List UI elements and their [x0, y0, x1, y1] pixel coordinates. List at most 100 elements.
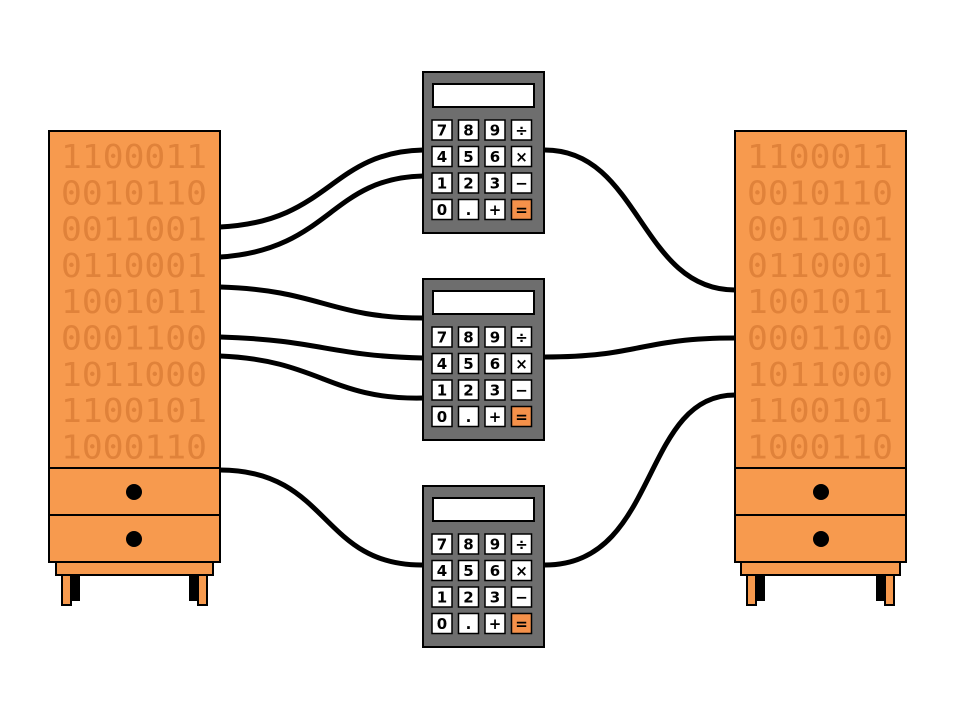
calculator-key-label: . [466, 408, 472, 426]
calculator-key-label: 9 [490, 536, 500, 554]
wire [217, 173, 426, 260]
calculator-key-label: 1 [437, 382, 447, 400]
binary-row: 0110001 [747, 246, 893, 285]
server-leg [189, 573, 198, 601]
calculator-key-label: 6 [490, 562, 500, 580]
binary-row: 1100011 [747, 137, 893, 176]
wire [217, 467, 426, 568]
calculator-key [431, 379, 453, 401]
calculator-key [510, 119, 533, 141]
server-drawer [48, 514, 221, 563]
binary-row: 1011000 [747, 355, 893, 394]
drawer-knob [813, 484, 829, 500]
calculator-key-label: 6 [490, 148, 500, 166]
calculator-key-label: 5 [463, 562, 473, 580]
calculator-key-label: . [466, 201, 472, 219]
server-leg [884, 572, 895, 606]
drawer-knob [126, 531, 142, 547]
wire [542, 147, 738, 293]
calculator-key [510, 559, 533, 582]
server-leg [746, 572, 757, 606]
calculator-key [510, 172, 533, 194]
calculator-key-label: 0 [437, 201, 447, 219]
calculator-key [431, 533, 453, 555]
calculator-key-label: 3 [490, 175, 500, 193]
calculator-key [510, 405, 533, 428]
calculator-key-label: 9 [490, 329, 500, 347]
calculator-key [510, 533, 533, 555]
calculator-key-label: 1 [437, 589, 447, 607]
calculator-key-label: − [515, 382, 528, 400]
calculator-key-label: × [515, 562, 528, 580]
calculator-key [457, 612, 480, 635]
calculator-key [510, 198, 533, 221]
calculator-key-label: 8 [463, 536, 473, 554]
calculator-key-label: 7 [437, 122, 447, 140]
calculator-key-label: 5 [463, 355, 473, 373]
calculator-key [484, 559, 506, 582]
calculator-key [484, 145, 506, 168]
calculator-key [431, 586, 453, 608]
calculator-key-label: 0 [437, 615, 447, 633]
calculator-key [510, 145, 533, 168]
calculator-key [431, 352, 453, 375]
binary-row: 1011000 [61, 355, 207, 394]
calculator-key-label: 2 [463, 175, 473, 193]
wire [542, 335, 738, 360]
server-leg [756, 573, 765, 601]
binary-data-text: 1100011001011000110010110001100101100011… [747, 137, 893, 466]
calculator-key [510, 326, 533, 348]
binary-row: 1100101 [747, 391, 893, 430]
calculator-key-label: 9 [490, 122, 500, 140]
calculator-key-label: = [515, 615, 528, 633]
calculator-key-label: 2 [463, 382, 473, 400]
calculator-key-label: 1 [437, 175, 447, 193]
calculator-key [457, 352, 480, 375]
wire [217, 353, 426, 401]
calculator-key-label: = [515, 201, 528, 219]
calculator-key-label: − [515, 175, 528, 193]
calculator-key [457, 198, 480, 221]
calculator-key-label: 7 [437, 536, 447, 554]
calculator-key-label: ÷ [515, 536, 528, 554]
calculator-key [484, 533, 506, 555]
calculator-key [457, 405, 480, 428]
calculator-key [457, 379, 480, 401]
connection-wires [217, 147, 738, 568]
calculator-key [431, 172, 453, 194]
right-server: 1100011001011000110010110001100101100011… [734, 130, 907, 606]
calculator-key [484, 198, 506, 221]
calculator-key [431, 145, 453, 168]
left-server: 1100011001011000110010110001100101100011… [48, 130, 221, 606]
calculator-key [457, 326, 480, 348]
binary-row: 1000110 [61, 427, 207, 466]
calculator-key [431, 559, 453, 582]
binary-row: 0001100 [61, 319, 207, 358]
calculator-key [484, 326, 506, 348]
binary-row: 0001100 [747, 319, 893, 358]
calculator-key-label: 4 [437, 148, 447, 166]
binary-row: 0011001 [61, 210, 207, 249]
calculator-key-label: 6 [490, 355, 500, 373]
calculator-key-label: 5 [463, 148, 473, 166]
calculator-key [457, 172, 480, 194]
calculator-key-label: × [515, 355, 528, 373]
calculator-key [484, 586, 506, 608]
wire [217, 334, 426, 361]
calculator-key-label: 2 [463, 589, 473, 607]
calculator-key-label: 8 [463, 329, 473, 347]
binary-data-text: 1100011001011000110010110001100101100011… [61, 137, 207, 466]
binary-row: 0011001 [747, 210, 893, 249]
calculator-display [432, 83, 535, 108]
binary-row: 0110001 [61, 246, 207, 285]
drawer-knob [813, 531, 829, 547]
calculator-key-label: ÷ [515, 329, 528, 347]
calculator-key-label: = [515, 408, 528, 426]
calculator-key [510, 586, 533, 608]
calculator-key [457, 533, 480, 555]
binary-row: 1100011 [61, 137, 207, 176]
calculator-key-label: 4 [437, 355, 447, 373]
